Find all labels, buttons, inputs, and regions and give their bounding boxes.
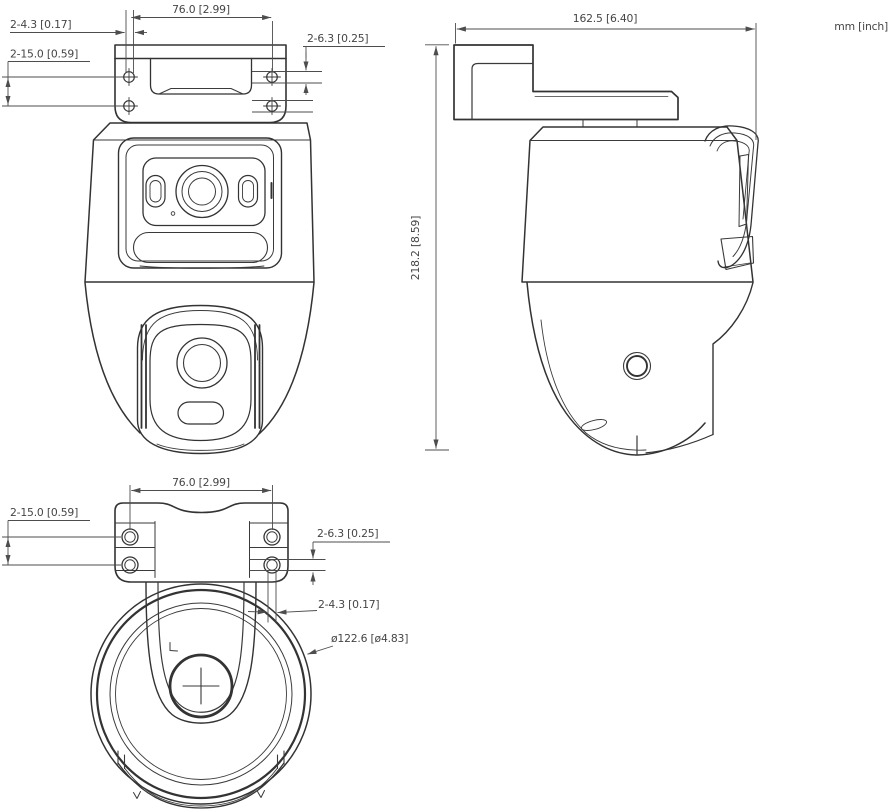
base-center-hub [168,653,234,719]
front-view: 2-4.3 [0.17] 76.0 [2.99] 2-15.0 [0.59] 2… [2,3,385,455]
front-top-lens [175,164,229,219]
dim-label-front-hole-column-spacing: 76.0 [2.99] [172,3,230,16]
bottom-base [90,581,312,809]
dim-label-front-slot-height: 2-6.3 [0.25] [307,32,368,45]
side-front-module [704,125,759,271]
units-label: mm [inch] [834,20,888,33]
front-screw-holes [120,68,281,115]
front-body [84,122,315,283]
front-dimensions: 2-4.3 [0.17] 76.0 [2.99] 2-15.0 [0.59] 2… [2,3,385,107]
side-bracket [453,44,679,128]
front-ptz-lens [176,337,228,389]
side-dimensions: 162.5 [6.40] 218.2 [8.59] [409,12,757,451]
dim-label-front-hole-row-spacing: 2-15.0 [0.59] [10,48,78,61]
pan-screw [622,351,652,381]
center-crosshair [182,667,220,705]
bottom-view: 76.0 [2.99] 2-15.0 [0.59] 2-6.3 [0.25] 2… [2,476,408,809]
side-body [521,126,754,283]
bottom-screw-holes [121,528,281,574]
bottom-plate [114,502,289,583]
dim-label-bottom-hole-row-spacing: 2-15.0 [0.59] [10,506,78,519]
dim-label-bottom-hole-diameter: 2-4.3 [0.17] [318,598,379,611]
dim-label-front-hole-diameter: 2-4.3 [0.17] [10,18,71,31]
dim-label-bottom-slot-height: 2-6.3 [0.25] [317,527,378,540]
side-ptz-ball [526,281,754,456]
front-ptz-ball [84,281,315,455]
front-ir-windows [145,174,259,208]
dim-label-bottom-base-diameter: ø122.6 [ø4.83] [331,632,408,645]
mic-hole [170,211,176,216]
dim-label-side-height: 218.2 [8.59] [409,216,422,280]
side-view: 162.5 [6.40] 218.2 [8.59] [409,12,759,456]
front-bracket [114,44,322,124]
front-ptz-ir-window [177,401,225,425]
dim-label-side-depth: 162.5 [6.40] [573,12,637,25]
dim-label-bottom-hole-column-spacing: 76.0 [2.99] [172,476,230,489]
bottom-dimensions: 76.0 [2.99] 2-15.0 [0.59] 2-6.3 [0.25] 2… [2,476,408,655]
